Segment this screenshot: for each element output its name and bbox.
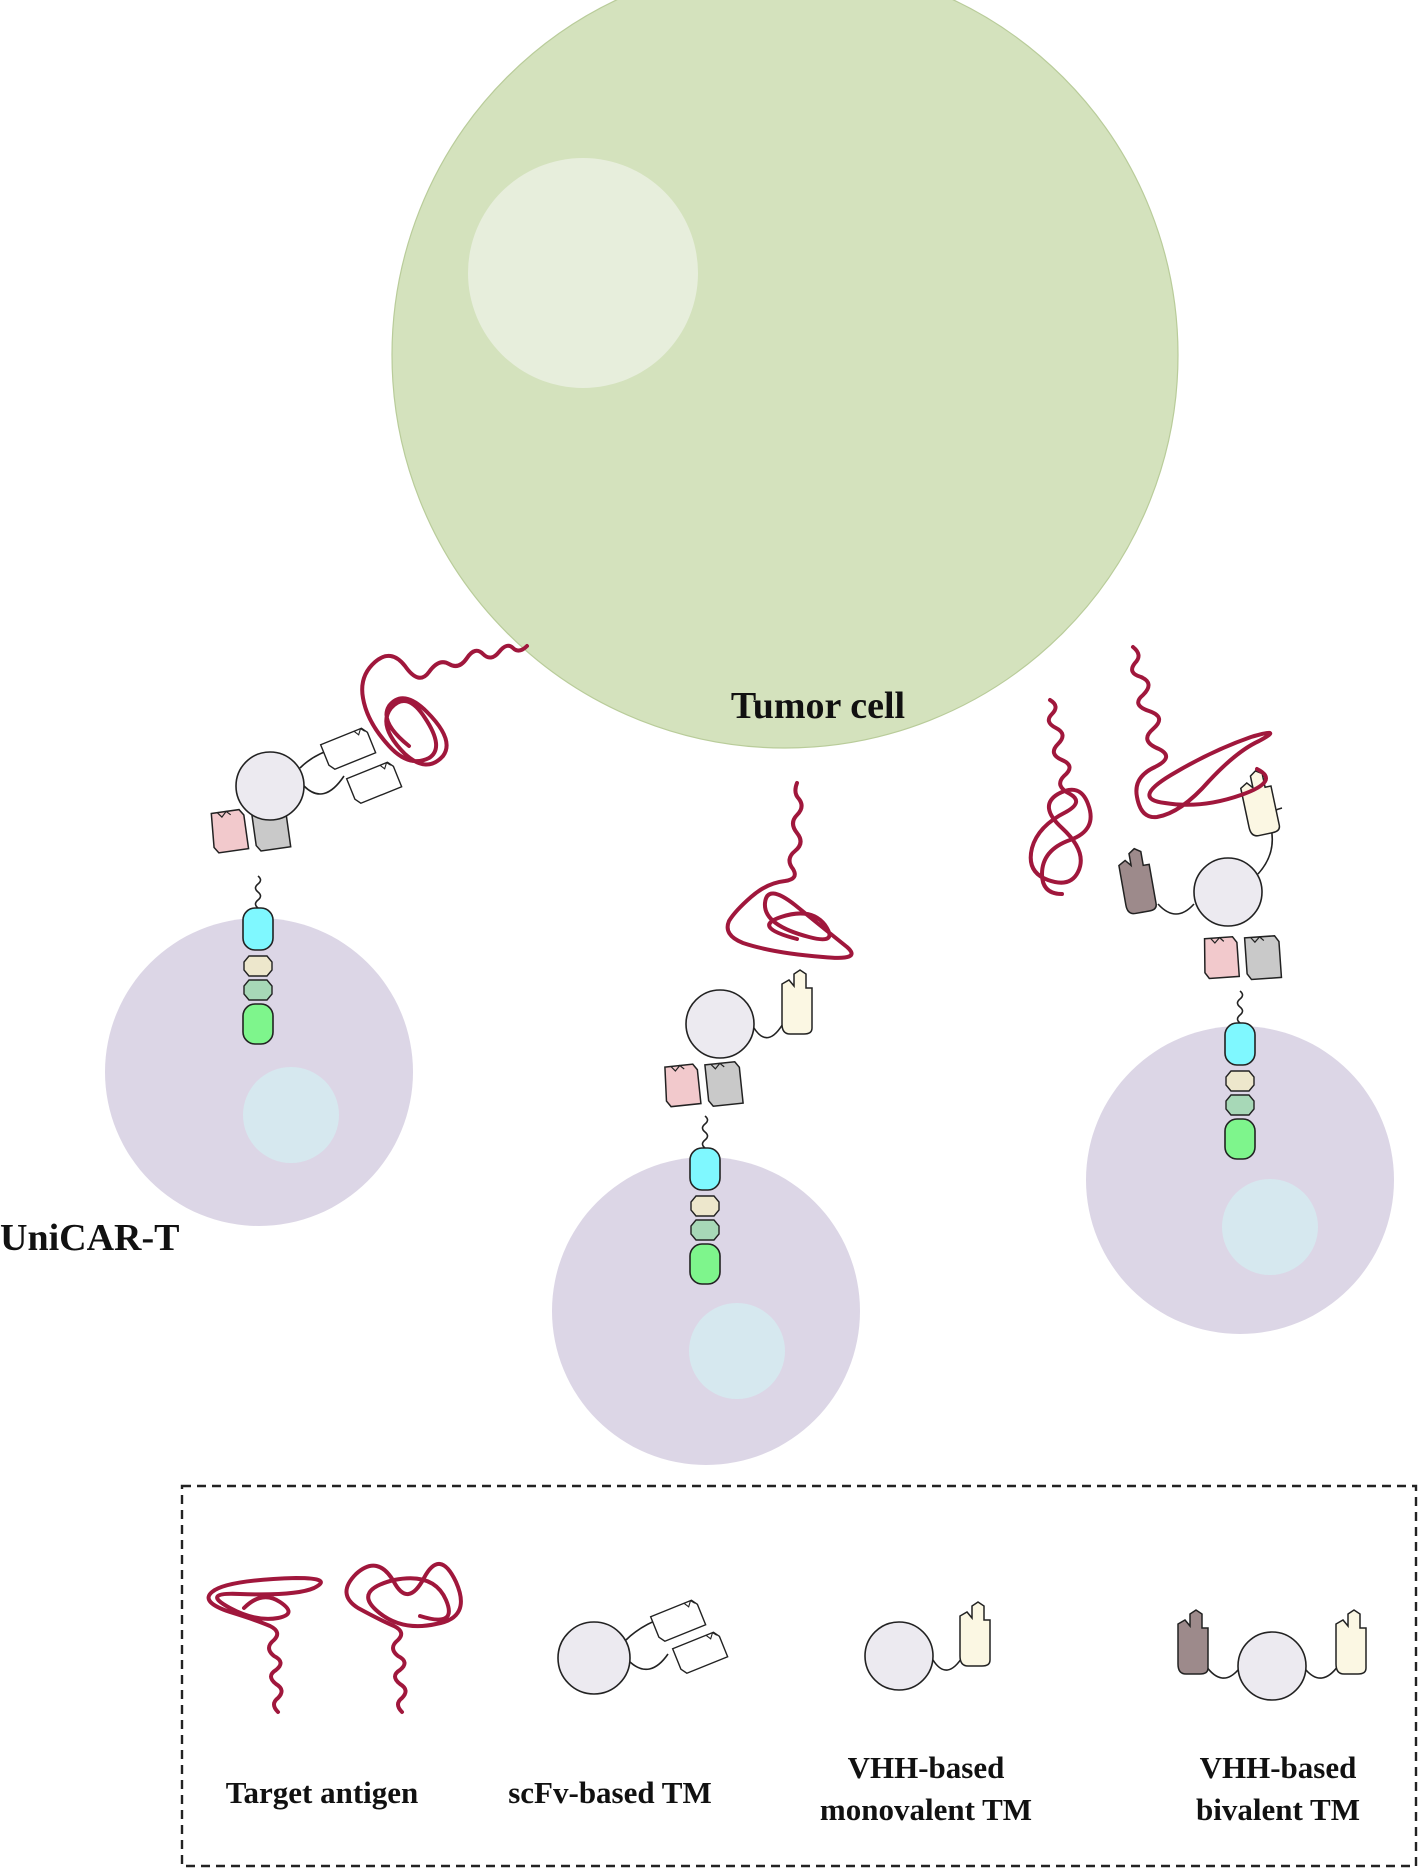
middle-linker	[753, 1021, 785, 1039]
tumor-cell-label: Tumor cell	[731, 685, 905, 727]
t-cell-left-nucleus	[243, 1067, 339, 1163]
middle-vhh	[781, 969, 813, 1035]
tumor-cell	[391, 0, 1179, 749]
legend-antigen-icon-1	[206, 1576, 323, 1714]
legend-label-vhh-mono-2: monovalent TM	[820, 1792, 1032, 1827]
legend-vhh-bivalent-icon	[1177, 1609, 1367, 1701]
legend-label-scfv-tm: scFv-based TM	[508, 1775, 712, 1810]
left-adaptor-circle	[235, 751, 305, 821]
left-scfv-fragments	[299, 726, 403, 806]
legend-label-vhh-bi-2: bivalent TM	[1196, 1792, 1360, 1827]
middle-target-antigen	[725, 781, 854, 960]
t-cell-right	[1086, 1026, 1394, 1334]
right-vhh-mauve	[1115, 845, 1158, 916]
legend-scfv-tm-icon	[557, 1598, 729, 1695]
legend-box	[180, 1484, 1418, 1868]
legend-label-vhh-bi-1: VHH-based	[1200, 1750, 1357, 1785]
legend-antigen-icon-2	[344, 1562, 463, 1714]
left-target-antigen	[360, 643, 529, 767]
legend-vhh-monovalent-icon	[864, 1601, 991, 1691]
t-cell-left	[105, 918, 413, 1226]
right-target-antigen-1	[1028, 698, 1093, 896]
right-target-antigen-2	[1130, 645, 1273, 820]
legend-label-vhh-mono-1: VHH-based	[848, 1750, 1005, 1785]
right-linker-left	[1157, 903, 1195, 915]
t-cell-middle	[552, 1157, 860, 1465]
unicar-t-label: UniCAR-T	[0, 1217, 179, 1259]
right-adaptor-circle	[1193, 857, 1263, 927]
t-cell-middle-nucleus	[689, 1303, 785, 1399]
t-cell-right-nucleus	[1222, 1179, 1318, 1275]
middle-adaptor-circle	[685, 989, 755, 1059]
legend-label-target-antigen: Target antigen	[226, 1775, 419, 1810]
right-vhh-cream	[1237, 767, 1282, 838]
tumor-cell-nucleus	[468, 158, 698, 388]
